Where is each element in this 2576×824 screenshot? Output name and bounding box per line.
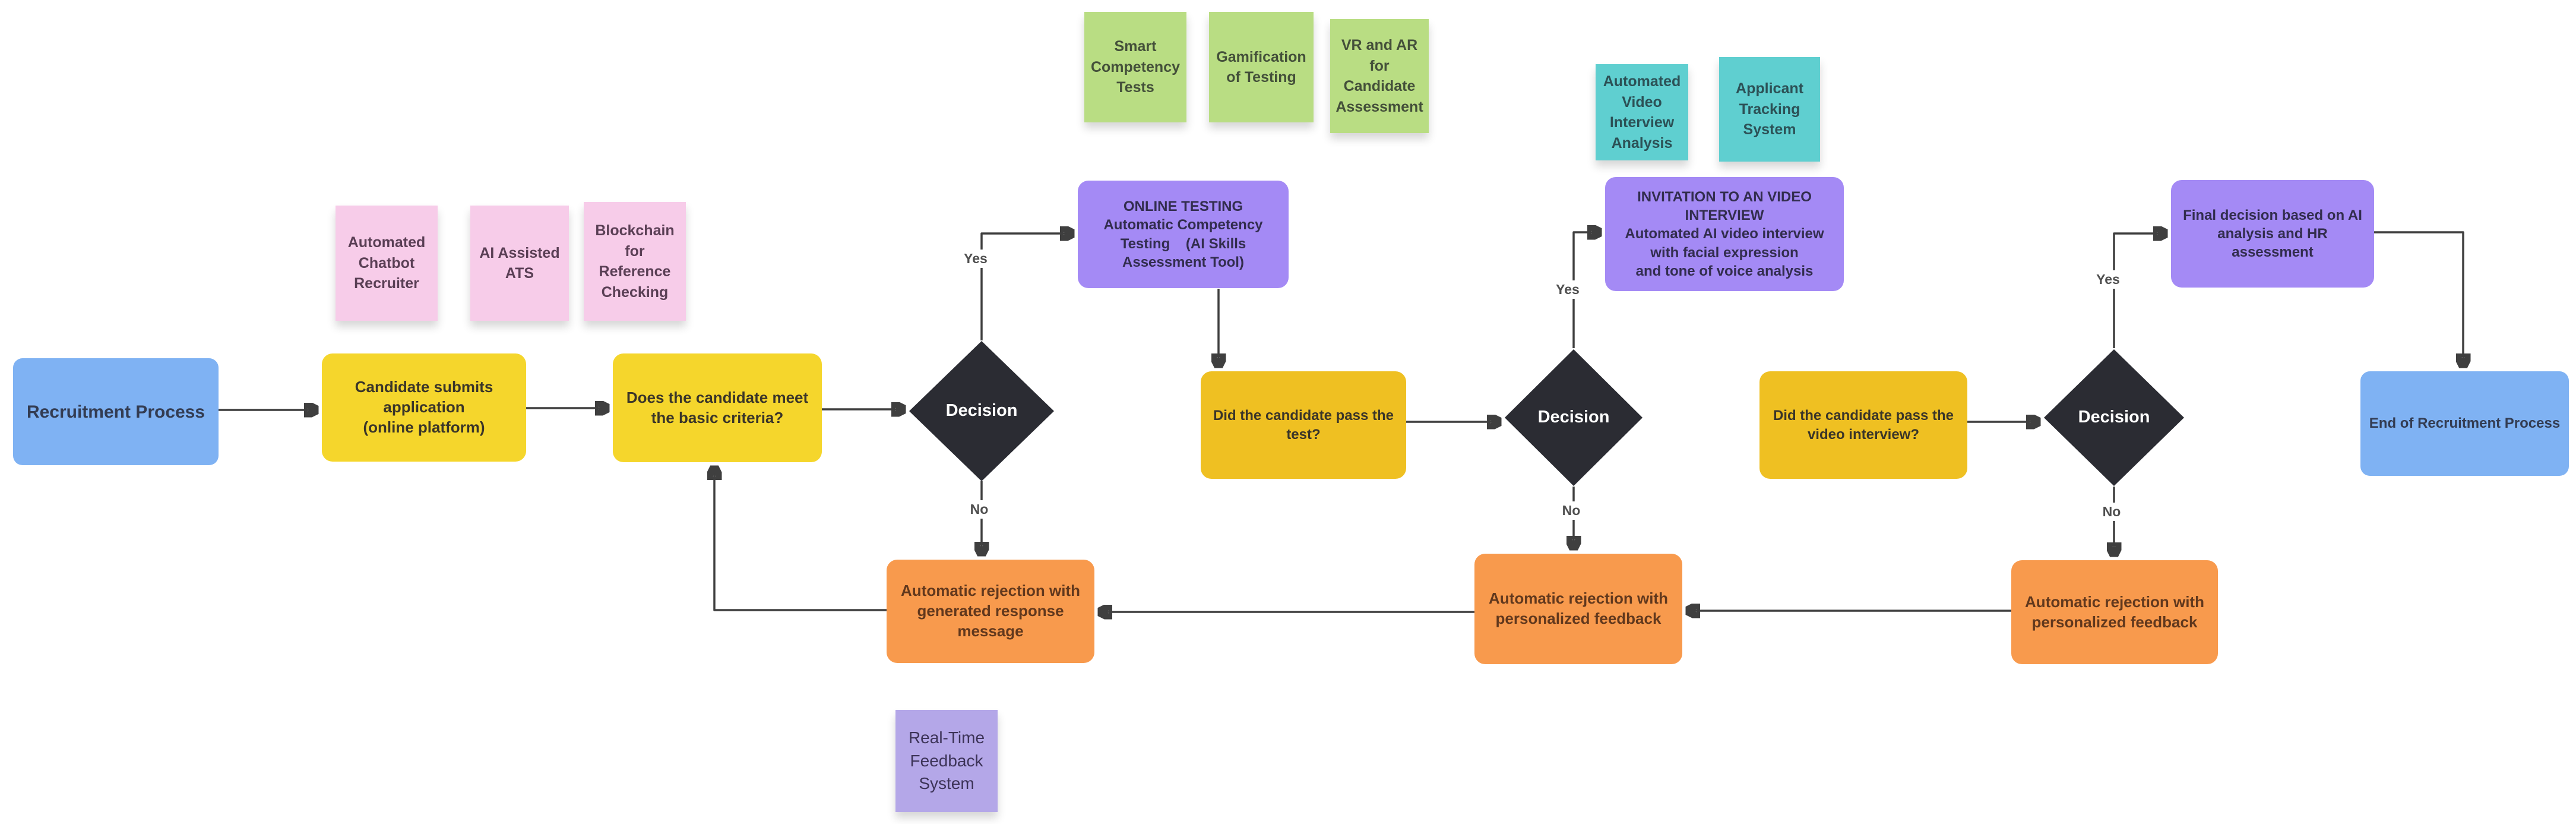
node-recruitment-process[interactable]: Recruitment Process <box>13 358 219 465</box>
connector-decision3-yes-final[interactable] <box>2113 233 2166 348</box>
node-pass-test-question[interactable]: Did the candidate pass the test? <box>1201 371 1406 479</box>
connector-decision1-yes-online-testing[interactable] <box>980 233 1073 340</box>
sticky-label: Automated Chatbot Recruiter <box>347 234 426 292</box>
node-label: Decision <box>2078 408 2150 427</box>
node-rejection-personalized-feedback-1[interactable]: Automatic rejection with personalized fe… <box>1474 554 1682 664</box>
sticky-realtime-feedback-system[interactable]: Real-Time Feedback System <box>895 710 998 812</box>
sticky-gamification-of-testing[interactable]: Gamification of Testing <box>1209 12 1314 122</box>
node-end-of-recruitment-process[interactable]: End of Recruitment Process <box>2360 371 2569 476</box>
sticky-label: Applicant Tracking System <box>1736 80 1803 138</box>
node-label: ONLINE TESTING Automatic Competency Test… <box>1103 198 1263 270</box>
sticky-applicant-tracking-system[interactable]: Applicant Tracking System <box>1719 57 1820 162</box>
edge-label-yes-1: Yes <box>957 250 995 268</box>
node-label: Final decision based on AI analysis and … <box>2183 207 2362 261</box>
sticky-label: AI Assisted ATS <box>479 244 560 282</box>
connector-decision2-yes-invitation[interactable] <box>1572 232 1600 348</box>
node-label: Decision <box>1537 408 1610 427</box>
edge-label-no-3: No <box>2093 503 2131 521</box>
sticky-label: Smart Competency Tests <box>1090 38 1181 96</box>
edge-label-yes-2: Yes <box>1549 280 1587 299</box>
node-label: End of Recruitment Process <box>2369 415 2561 432</box>
node-rejection-personalized-feedback-2[interactable]: Automatic rejection with personalized fe… <box>2011 560 2218 664</box>
edge-label-yes-3: Yes <box>2089 270 2127 289</box>
connector-final-end[interactable] <box>2374 231 2463 367</box>
sticky-vr-ar-candidate-assessment[interactable]: VR and AR for Candidate Assessment <box>1330 19 1429 133</box>
node-rejection-generated-response[interactable]: Automatic rejection with generated respo… <box>887 560 1094 663</box>
node-invitation-video-interview[interactable]: INVITATION TO AN VIDEO INTERVIEW Automat… <box>1605 177 1844 291</box>
node-label: Recruitment Process <box>26 402 205 422</box>
node-label: Did the candidate pass the video intervi… <box>1773 408 1954 443</box>
node-label: Candidate submits application (online pl… <box>355 378 493 436</box>
node-label: Decision <box>945 401 1018 421</box>
sticky-smart-competency-tests[interactable]: Smart Competency Tests <box>1084 12 1186 122</box>
edge-label-no-2: No <box>1552 501 1590 520</box>
node-candidate-submits-application[interactable]: Candidate submits application (online pl… <box>322 353 526 462</box>
sticky-automated-video-interview-analysis[interactable]: Automated Video Interview Analysis <box>1596 64 1688 160</box>
node-online-testing[interactable]: ONLINE TESTING Automatic Competency Test… <box>1078 181 1289 288</box>
sticky-blockchain-reference-checking[interactable]: Blockchain for Reference Checking <box>584 202 686 321</box>
sticky-automated-chatbot-recruiter[interactable]: Automated Chatbot Recruiter <box>336 206 438 321</box>
sticky-label: Gamification of Testing <box>1216 48 1306 86</box>
sticky-label: Blockchain for Reference Checking <box>595 222 675 301</box>
sticky-ai-assisted-ats[interactable]: AI Assisted ATS <box>470 206 569 321</box>
node-label: Does the candidate meet the basic criter… <box>626 388 809 427</box>
node-final-decision[interactable]: Final decision based on AI analysis and … <box>2171 180 2374 288</box>
node-label: Automatic rejection with personalized fe… <box>1489 589 1668 627</box>
sticky-label: Real-Time Feedback System <box>908 728 985 793</box>
node-label: INVITATION TO AN VIDEO INTERVIEW Automat… <box>1625 189 1824 279</box>
sticky-label: VR and AR for Candidate Assessment <box>1336 37 1423 115</box>
node-label: Automatic rejection with personalized fe… <box>2025 592 2204 631</box>
node-label: Did the candidate pass the test? <box>1213 408 1394 443</box>
node-pass-video-interview-question[interactable]: Did the candidate pass the video intervi… <box>1759 371 1967 479</box>
sticky-label: Automated Video Interview Analysis <box>1603 73 1681 151</box>
node-basic-criteria-question[interactable]: Does the candidate meet the basic criter… <box>613 353 822 462</box>
node-label: Automatic rejection with generated respo… <box>901 582 1080 640</box>
connector-rejection1-criteria-loop[interactable] <box>714 467 887 611</box>
edge-label-no-1: No <box>960 500 998 519</box>
